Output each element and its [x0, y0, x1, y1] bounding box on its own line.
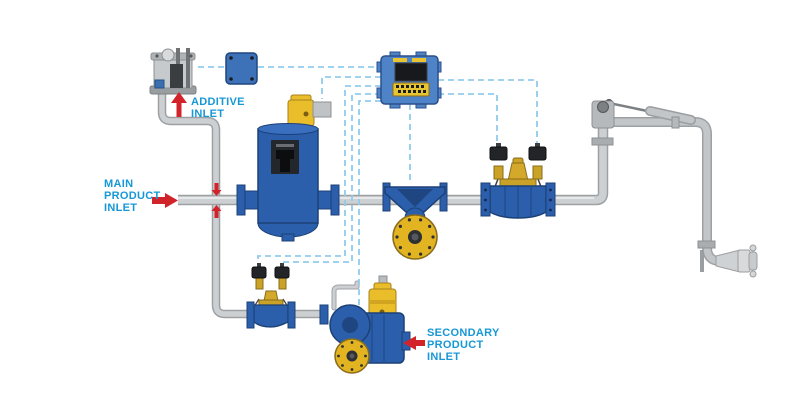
signal-controller-to-secondary-pump [358, 100, 381, 305]
additive-inlet-label: ADDITIVE INLET [191, 96, 245, 120]
main-product-inlet-label-line3: INLET [104, 202, 138, 215]
delivery-coupler [700, 244, 758, 278]
loading-arm-pipe [611, 117, 744, 266]
strainer-vessel [236, 94, 340, 242]
signal-controller-to-valve-right-solenoid [438, 79, 538, 146]
main-product-inlet-arrow-icon [152, 193, 178, 208]
batch-controller [376, 51, 442, 109]
additive-feed-pipe [157, 87, 221, 203]
additive-inlet-arrow-icon [171, 92, 187, 117]
secondary-product-inlet-label-line3: INLET [427, 351, 461, 364]
signal-controller-to-valve-left-solenoid [438, 93, 498, 146]
air-eliminator [287, 94, 332, 127]
secondary-valve-solenoid-left [251, 263, 267, 290]
main-product-inlet-label: MAIN PRODUCT INLET [104, 178, 161, 214]
junction-box [225, 52, 258, 85]
secondary-product-inlet-arrow-icon [403, 336, 425, 350]
additive-flow-down-arrow-icon [211, 183, 222, 196]
secondary-product-inlet-label: SECONDARY PRODUCT INLET [427, 327, 500, 363]
additive-inlet-label-line2: INLET [191, 108, 225, 121]
secondary-branch-pipe [211, 197, 329, 319]
flow-meter [382, 182, 448, 260]
additive-inlet-label-line1: ADDITIVE [191, 96, 245, 108]
control-signal-lines [198, 66, 538, 305]
vessel-label-plate [271, 140, 299, 174]
pump-vent-pipe [331, 280, 360, 311]
valve-solenoid-left [489, 143, 508, 180]
secondary-product-inlet-label-line1: SECONDARY [427, 327, 500, 339]
loading-arm [591, 99, 758, 278]
valve-solenoid-right [528, 143, 547, 180]
signal-controller-to-air-eliminator [321, 76, 381, 99]
pump-meter-cover [334, 338, 370, 374]
secondary-valve-solenoid-right [274, 263, 290, 290]
main-product-inlet-label-line2: PRODUCT [104, 190, 161, 203]
set-stop-control-valve [480, 143, 556, 219]
secondary-flow-up-arrow-icon [211, 205, 222, 218]
additive-injector-pump [149, 48, 197, 95]
secondary-set-stop-valve [246, 263, 296, 329]
secondary-product-inlet-label-line2: PRODUCT [427, 339, 484, 352]
signal-controller-to-secondary-valve-left [257, 85, 381, 267]
main-product-inlet-label-line1: MAIN [104, 178, 134, 190]
controller-keypad [392, 82, 430, 97]
